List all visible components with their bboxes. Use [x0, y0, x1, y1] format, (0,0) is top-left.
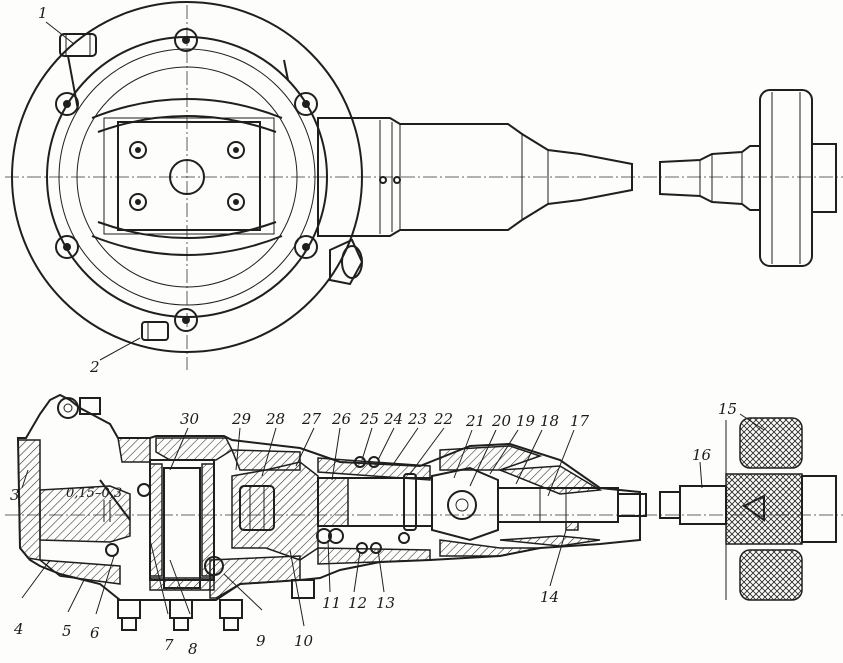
section-filler-plug-icon — [57, 397, 101, 419]
mounting-bolt-icon — [117, 579, 315, 631]
callout-23: 23 — [408, 410, 428, 428]
callout-13: 13 — [376, 594, 396, 612]
gear-tooth-line — [99, 479, 131, 521]
coupling-sleeve — [679, 485, 727, 525]
side-boss — [329, 238, 364, 286]
callout-1: 1 — [38, 4, 48, 22]
clearance-dimension: 0,15–0,3 — [66, 486, 123, 501]
shaft-seal — [317, 477, 349, 527]
callout-14: 14 — [540, 588, 560, 606]
callout-16: 16 — [692, 446, 712, 464]
callout-8: 8 — [188, 640, 198, 658]
callout-26: 26 — [332, 410, 352, 428]
cover-plate — [117, 121, 261, 231]
callout-15: 15 — [718, 400, 738, 418]
housing-wall-top — [117, 437, 151, 463]
coupling-flange — [801, 475, 837, 543]
housing-wall-bottom-right — [209, 555, 301, 599]
callout-7: 7 — [164, 636, 174, 654]
bolt-circle — [76, 66, 298, 288]
upper-rib — [91, 98, 283, 119]
callout-29: 29 — [232, 410, 252, 428]
boot-bottom — [499, 535, 601, 547]
circlip — [565, 521, 579, 531]
center-bore — [169, 159, 205, 195]
coupling-hub — [811, 143, 837, 213]
callout-17: 17 — [570, 412, 590, 430]
callout-2: 2 — [90, 358, 100, 376]
housing-wall-bottom — [37, 559, 121, 585]
cross-pin — [403, 473, 417, 531]
shaft-housing — [317, 117, 633, 237]
lower-rib-inner — [97, 221, 277, 239]
callout-4: 4 — [14, 620, 24, 638]
housing-wall-left — [17, 439, 41, 561]
callout-10: 10 — [294, 632, 314, 650]
lower-rib — [91, 235, 283, 256]
gear-cover — [155, 437, 233, 461]
output-shaft — [659, 145, 761, 211]
callout-6: 6 — [90, 624, 100, 642]
callout-18: 18 — [540, 412, 560, 430]
section-view — [5, 393, 843, 631]
joint-cross — [447, 490, 477, 520]
callout-22: 22 — [434, 410, 454, 428]
plate-bolt-icon — [129, 141, 245, 211]
rubber-element-center — [725, 473, 803, 545]
callout-24: 24 — [384, 410, 404, 428]
callout-19: 19 — [516, 412, 536, 430]
rubber-element-bottom — [739, 549, 803, 601]
shaft-end — [617, 493, 647, 517]
upper-rib-inner — [97, 115, 277, 133]
callout-12: 12 — [348, 594, 368, 612]
callout-3: 3 — [10, 486, 20, 504]
leader-lines — [21, 21, 765, 627]
callout-5: 5 — [62, 622, 72, 640]
driving-gear — [39, 485, 131, 543]
vertical-shaft — [163, 467, 201, 589]
callout-21: 21 — [466, 412, 486, 430]
bearing-icon — [105, 456, 410, 576]
callout-25: 25 — [360, 410, 380, 428]
coupling-key — [742, 494, 765, 522]
callout-27: 27 — [302, 410, 322, 428]
cover-plate-frame — [103, 117, 275, 235]
drain-plug-icon — [141, 321, 169, 341]
coupling-side — [759, 89, 813, 267]
callout-30: 30 — [180, 410, 200, 428]
breather — [283, 59, 289, 81]
filler-plug-icon — [59, 33, 97, 111]
top-view — [5, 1, 843, 370]
yoke-wall-top — [439, 445, 543, 471]
flange-bolt-icon — [55, 28, 318, 332]
callout-11: 11 — [322, 594, 342, 612]
gear-hub-right — [201, 463, 215, 577]
yoke-wall-bottom — [439, 539, 541, 557]
coupling-shaft-end — [659, 491, 681, 519]
neck-wall-bottom — [317, 547, 431, 565]
pinion-bearing — [239, 485, 275, 531]
callout-9: 9 — [256, 632, 266, 650]
callout-28: 28 — [266, 410, 286, 428]
gear-hub-left — [149, 463, 163, 577]
universal-joint — [431, 466, 499, 542]
bottom-cover — [149, 577, 215, 591]
neck-wall-top — [317, 457, 431, 481]
flange-outer-circle — [11, 1, 363, 353]
side-boss-opening — [341, 245, 363, 279]
rubber-element-top — [739, 417, 803, 469]
callout-20: 20 — [492, 412, 512, 430]
housing-inner-circle — [58, 48, 316, 306]
